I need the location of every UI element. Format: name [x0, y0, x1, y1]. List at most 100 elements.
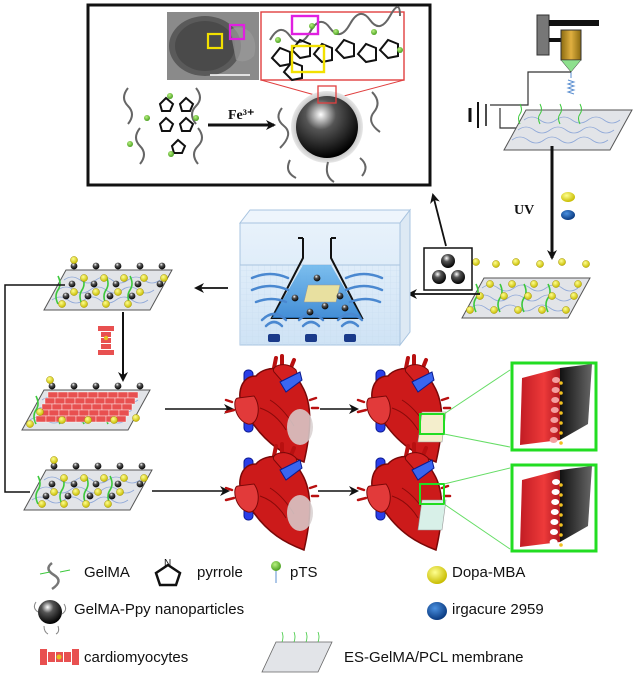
nanoparticle-icon	[33, 600, 67, 635]
cardiomyocyte-segment	[72, 649, 79, 665]
cardiomyocyte	[41, 403, 53, 411]
dopa-mba-particle	[570, 292, 578, 300]
dopa-mba-particle	[120, 274, 128, 282]
cardiomyocyte	[95, 415, 107, 423]
dopa-mba-particle	[559, 391, 563, 395]
cardiomyocyte	[121, 403, 133, 411]
dopa-mba-particle	[472, 258, 480, 266]
legend-label-cardiomyocytes: cardiomyocytes	[84, 649, 189, 666]
nanoparticle	[92, 480, 100, 488]
nanoparticle	[64, 492, 72, 500]
cardiomyocyte	[94, 397, 106, 405]
dopa-mba-particle	[559, 503, 563, 507]
cardiomyocyte	[87, 391, 99, 399]
cardiomyocyte	[57, 391, 69, 399]
cardiomyocyte-nucleus	[103, 335, 109, 341]
dopa-mba-particle	[486, 280, 494, 288]
nanoparticle	[134, 280, 142, 288]
cardiomyocyte	[68, 409, 80, 417]
dopa-mba-particle	[524, 292, 532, 300]
cardiomyocyte-nucleus	[56, 654, 62, 660]
heart-injured-top	[224, 354, 320, 464]
cardiomyocyte-segment	[101, 344, 111, 349]
reaction-label: Fe³⁺	[228, 108, 254, 123]
crosslinked-membrane	[461, 258, 591, 319]
dopa-mba-particle	[116, 488, 124, 496]
dopa-mba-particle	[26, 420, 34, 428]
dopa-mba-particle	[492, 260, 500, 268]
dopa-mba-particle	[548, 292, 556, 300]
cardiomyocyte-segment	[98, 350, 114, 355]
nanoparticle	[156, 280, 164, 288]
nanoparticle	[136, 480, 144, 488]
cardiomyocyte	[550, 417, 559, 423]
cardiomyocyte	[552, 377, 560, 383]
dopa-mba-particle	[60, 474, 68, 482]
gelma-strand	[35, 475, 41, 505]
dopa-mba-particle	[60, 500, 68, 508]
cardiomyocyte-segment	[101, 338, 111, 343]
dopa-mba-particle	[58, 300, 66, 308]
pore	[550, 519, 559, 525]
nanoparticle	[114, 382, 122, 390]
gelma-ppy-nanoparticle	[277, 85, 381, 183]
nanoparticle	[92, 382, 100, 390]
nanoparticle	[136, 382, 144, 390]
np-membrane-bottom	[23, 456, 153, 511]
ppy-core-marker	[206, 32, 224, 50]
cardiomyocyte-segment	[40, 649, 47, 665]
legend-label-pyrrole: pyrrole	[197, 564, 243, 581]
transducer	[344, 334, 356, 342]
dopa-mba-particle	[82, 500, 90, 508]
nanoparticle	[62, 292, 70, 300]
cardiomyocyte	[101, 403, 113, 411]
cardiomyocyte	[98, 409, 110, 417]
dopa-mba-particle	[58, 416, 66, 424]
gelma-strand	[521, 283, 527, 313]
branch-connector	[4, 284, 65, 493]
nanoparticle	[313, 274, 321, 282]
dopa-mba-particle	[124, 300, 132, 308]
dopa-mba-particle	[50, 488, 58, 496]
dopa-mba-particle	[500, 292, 508, 300]
dopa-mba-particle	[110, 416, 118, 424]
cardiomyocyte	[127, 391, 139, 399]
transducer	[268, 334, 280, 342]
dopa-mba-particle	[512, 258, 520, 266]
cardiomyocyte	[64, 397, 76, 405]
nanoparticle	[116, 462, 124, 470]
pts-pin-icon	[271, 561, 281, 583]
dopa-mba-particle	[94, 488, 102, 496]
cardiac-patch	[417, 499, 447, 531]
ultrasonic-bath	[238, 208, 412, 347]
to-synthesis-arrow	[430, 193, 447, 247]
electrospun-membrane	[503, 109, 633, 151]
cardiomyocyte	[77, 391, 89, 399]
nanoparticle	[106, 292, 114, 300]
legend-label-dopa-mba: Dopa-MBA	[452, 564, 526, 581]
dopa-mba-reagent	[561, 192, 575, 202]
dopa-mba-particle	[552, 280, 560, 288]
dopa-mba-dot-icon	[427, 566, 447, 584]
synthesis-panel: Fe³⁺	[86, 3, 432, 187]
dopa-mba-particle	[140, 274, 148, 282]
cardiomyocyte-icon	[40, 649, 79, 665]
cardiomyocyte	[51, 403, 63, 411]
cardiomyocyte	[108, 409, 120, 417]
electrospinning-setup	[468, 14, 633, 151]
dopa-mba-particle	[559, 441, 563, 445]
dopa-mba-particle	[559, 523, 563, 527]
nanoparticle	[92, 262, 100, 270]
cardiomyocyte	[118, 409, 130, 417]
cardiomyocyte	[111, 403, 123, 411]
dopa-mba-particle	[92, 288, 100, 296]
nanoparticle	[341, 304, 349, 312]
cardiomyocyte	[91, 403, 103, 411]
dopa-mba-particle	[140, 474, 148, 482]
gelma-strand	[473, 283, 479, 313]
dopa-mba-particle	[514, 306, 522, 314]
nanoparticle	[336, 292, 344, 300]
transducer	[305, 334, 317, 342]
nanoparticle	[136, 262, 144, 270]
